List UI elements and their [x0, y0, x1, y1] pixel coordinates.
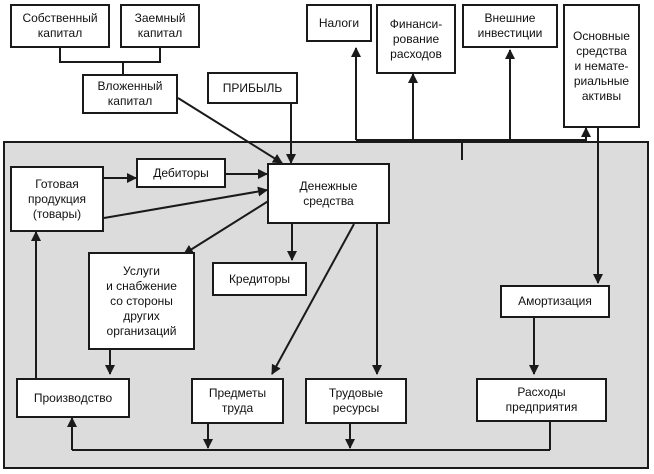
- node-taxes: Налоги: [306, 4, 372, 42]
- node-depreciation: Амортизация: [500, 285, 610, 318]
- node-borrowed-capital: Заемный капитал: [120, 4, 200, 48]
- borrowed-capital-connector: [152, 48, 161, 63]
- node-own-capital: Собственный капитал: [10, 4, 110, 48]
- node-invested-capital: Вложенный капитал: [82, 74, 178, 114]
- goods-to-cash-arrow: [103, 186, 268, 219]
- cash-to-objects-arrow: [271, 223, 355, 375]
- node-services-supply: Услуги и снабжение со стороны других орг…: [88, 252, 195, 350]
- node-expense-financing: Финанси- рование расходов: [376, 4, 456, 74]
- node-profit: ПРИБЫЛЬ: [207, 72, 298, 104]
- cash-to-investments-line: [462, 49, 515, 141]
- node-external-investments: Внешние инвестиции: [462, 4, 558, 48]
- node-production: Производство: [16, 378, 130, 418]
- node-fixed-assets: Основные средства и немате- риальные акт…: [563, 4, 640, 128]
- node-finished-goods: Готовая продукция (товары): [10, 166, 104, 232]
- node-debtors: Дебиторы: [136, 158, 226, 188]
- invested-to-cash-arrow: [177, 97, 283, 164]
- node-enterprise-expenses: Расходы предприятия: [476, 378, 607, 422]
- node-cash: Денежные средства: [267, 163, 390, 224]
- cash-to-fixed-assets-line: [510, 127, 591, 141]
- node-objects-of-labor: Предметы труда: [191, 378, 284, 424]
- node-labor-resources: Трудовые ресурсы: [305, 378, 407, 424]
- node-creditors: Кредиторы: [212, 262, 307, 296]
- own-capital-connector: [59, 48, 152, 63]
- cash-to-services-arrow: [183, 199, 271, 255]
